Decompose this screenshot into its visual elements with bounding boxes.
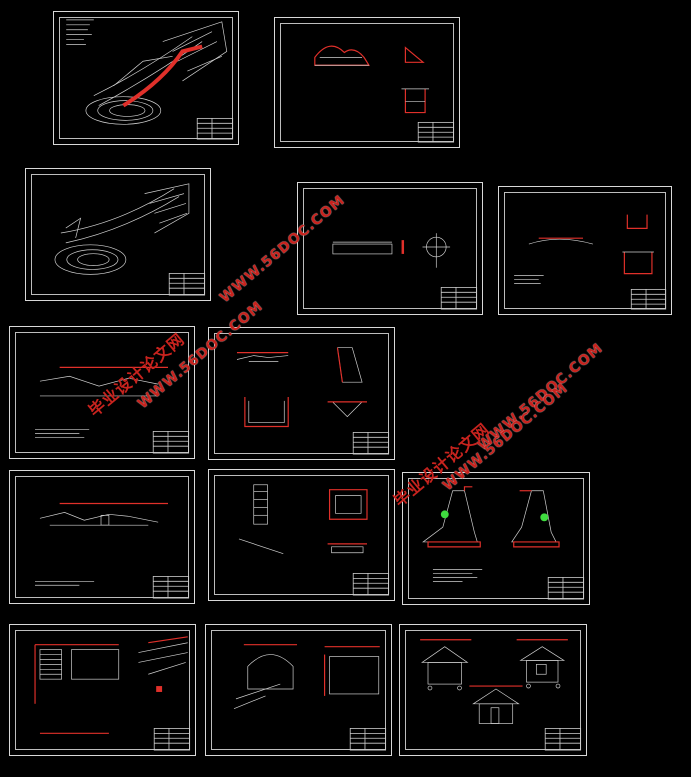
channel-section-graphic bbox=[514, 214, 667, 310]
profile-2-graphic bbox=[35, 502, 190, 599]
stair-plan-graphic bbox=[34, 636, 191, 751]
drawing-sheet-section-drawings-1 bbox=[274, 17, 460, 148]
drawing-sheet-profile-1 bbox=[9, 326, 195, 459]
drawing-sheet-channel-section bbox=[498, 186, 672, 315]
drawing-sheet-house-section bbox=[205, 624, 392, 756]
drawing-sheet-stair-plan bbox=[9, 624, 196, 756]
pipe-detail-graphic bbox=[332, 233, 478, 310]
drawing-sheet-site-plan-2 bbox=[25, 168, 211, 301]
drawing-sheet-site-plan-1 bbox=[53, 11, 239, 145]
drawing-sheet-well-details bbox=[208, 469, 395, 601]
retaining-wall-graphic bbox=[422, 486, 585, 600]
drawing-sheet-house-elevations bbox=[399, 624, 587, 756]
site-plan-2-graphic bbox=[54, 183, 206, 296]
profile-1-graphic bbox=[35, 366, 190, 454]
well-details-graphic bbox=[238, 484, 390, 596]
drawing-sheet-channel-details bbox=[208, 327, 395, 460]
section-drawings-graphic bbox=[314, 45, 455, 143]
channel-details-graphic bbox=[236, 347, 390, 455]
drawing-sheet-pipe-detail bbox=[297, 182, 483, 315]
house-section-graphic bbox=[233, 644, 387, 751]
drawing-sheet-profile-2 bbox=[9, 470, 195, 604]
site-plan-graphic bbox=[66, 19, 234, 140]
house-elevations-graphic bbox=[420, 639, 582, 751]
drawing-sheet-retaining-wall bbox=[402, 472, 590, 605]
